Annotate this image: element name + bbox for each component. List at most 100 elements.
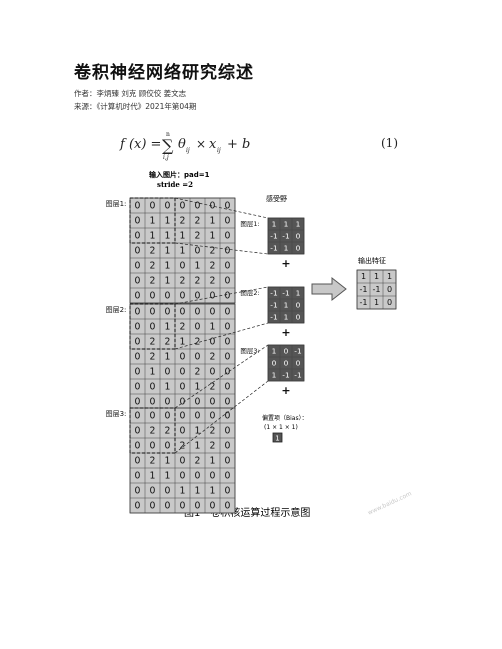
equation-sum-sign: ∑ xyxy=(162,136,174,155)
input-layer-3-cell: 0 xyxy=(180,471,186,482)
input-layer-3-cell: 0 xyxy=(225,501,231,512)
convolution-figure: f (x) = n ∑ i,j θ ij × x ij + b (1) 输入图片… xyxy=(92,124,408,528)
projection-line xyxy=(174,322,269,350)
input-layer-1-cell: 0 xyxy=(195,246,201,257)
input-layer-3-cell: 0 xyxy=(150,501,156,512)
input-layer-2-cell: 0 xyxy=(180,367,186,378)
kernel-3-cell: 0 xyxy=(296,358,301,367)
input-layer-2-cell: 0 xyxy=(210,367,216,378)
input-layer-2-cell: 0 xyxy=(150,322,156,333)
paper-authors: 作者：李炳臻 刘克 顾佼佼 姜文志 xyxy=(74,89,187,98)
bias-value: 1 xyxy=(275,435,279,443)
input-layer-3-cell: 0 xyxy=(135,426,141,437)
kernel-2-cell: 0 xyxy=(296,312,301,321)
arrow-icon xyxy=(311,276,347,302)
output-feature-cell: -1 xyxy=(359,285,367,294)
input-layer-2-cell: 0 xyxy=(225,337,231,348)
input-layer-2-cell: 0 xyxy=(210,397,216,408)
input-layer-2-cell: 2 xyxy=(165,337,171,348)
input-layer-3-cell: 0 xyxy=(135,486,141,497)
input-layer-1-cell: 0 xyxy=(225,201,231,212)
input-layer-3-cell: 0 xyxy=(195,501,201,512)
input-layer-1-cell: 2 xyxy=(210,261,216,272)
input-layer-3-cell: 2 xyxy=(165,426,171,437)
input-layer-2-cell: 0 xyxy=(165,367,171,378)
input-layer-3-cell: 0 xyxy=(180,426,186,437)
input-layer-1-cell: 0 xyxy=(135,291,141,302)
input-layer-2-cell: 2 xyxy=(210,382,216,393)
input-layer-2-cell: 1 xyxy=(195,382,201,393)
input-layer-1-cell: 1 xyxy=(195,261,201,272)
input-layer-1-cell: 0 xyxy=(210,201,216,212)
input-layer-3-cell: 2 xyxy=(210,441,216,452)
input-layer-3-cell: 0 xyxy=(225,441,231,452)
equation-number: (1) xyxy=(381,136,398,150)
projection-line xyxy=(174,242,269,255)
input-layer-3-cell: 0 xyxy=(210,411,216,422)
input-layer-1-cell: 2 xyxy=(210,246,216,257)
kernel-2-cell: 1 xyxy=(296,288,301,297)
input-layer-3-cell: 0 xyxy=(195,471,201,482)
kernel-3-cell: -1 xyxy=(294,346,302,355)
input-layer-2-cell: 0 xyxy=(225,307,231,318)
input-layer-1-cell: 0 xyxy=(135,246,141,257)
kernel-1-cell: 0 xyxy=(296,243,301,252)
kernel-1-cell: 0 xyxy=(296,231,301,240)
input-layer-2-cell: 1 xyxy=(210,322,216,333)
paper-source: 来源：《计算机时代》2021年第04期 xyxy=(74,102,197,111)
input-layer-1-cell: 2 xyxy=(195,231,201,242)
input-layer-1-cell: 0 xyxy=(165,201,171,212)
input-layer-1-cell: 1 xyxy=(210,231,216,242)
input-layer-1-cell: 0 xyxy=(225,276,231,287)
input-layer-3-cell: 0 xyxy=(135,501,141,512)
input-layer-1-cell: 2 xyxy=(150,276,156,287)
kernel-1-cell: 1 xyxy=(296,219,301,228)
input-layer-3-cell: 0 xyxy=(135,456,141,467)
output-feature-cell: 1 xyxy=(374,298,379,307)
input-layer-3-cell: 1 xyxy=(195,441,201,452)
input-layer-1-cell: 0 xyxy=(225,231,231,242)
input-layer-1-cell: 0 xyxy=(150,291,156,302)
input-layer-3-cell: 2 xyxy=(210,426,216,437)
kernel-2-cell: -1 xyxy=(282,288,290,297)
input-layer-2-cell: 0 xyxy=(135,352,141,363)
input-layer-3-cell: 1 xyxy=(210,456,216,467)
input-layer-1-cell: 2 xyxy=(150,261,156,272)
output-feature-cell: 0 xyxy=(387,298,392,307)
input-layer-2-cell: 0 xyxy=(180,382,186,393)
input-layer-1-cell: 1 xyxy=(165,276,171,287)
kernel-1-cell: 1 xyxy=(284,219,289,228)
input-layer-2-cell: 0 xyxy=(135,397,141,408)
input-layer-3-cell: 1 xyxy=(165,471,171,482)
paper-title: 卷积神经网络研究综述 xyxy=(74,63,254,83)
input-layer-3-cell: 0 xyxy=(225,411,231,422)
input-layer-1-cell: 0 xyxy=(180,261,186,272)
input-layer-2-cell: 1 xyxy=(150,367,156,378)
kernel-2-cell: -1 xyxy=(270,288,278,297)
input-layer-2-cell: 0 xyxy=(195,307,201,318)
input-layer-1-cell: 0 xyxy=(225,261,231,272)
equation: f (x) = n ∑ i,j θ ij × x ij + b (1) xyxy=(119,131,398,161)
equation-sum-bottom: i,j xyxy=(163,154,169,161)
input-layer-2-cell: 0 xyxy=(210,337,216,348)
input-layer-3-cell: 0 xyxy=(225,486,231,497)
input-layer-1-cell: 0 xyxy=(135,261,141,272)
input-layer-3-cell: 1 xyxy=(150,471,156,482)
input-layer-3-cell: 2 xyxy=(150,456,156,467)
bias-size: (1 × 1 × 1) xyxy=(264,424,298,431)
input-layer-2-cell: 1 xyxy=(165,352,171,363)
input-layer-1-cell: 2 xyxy=(195,276,201,287)
input-layer-2-cell: 0 xyxy=(210,307,216,318)
equation-theta-sub: ij xyxy=(186,147,190,154)
layer-label: 图层3: xyxy=(106,410,127,418)
output-feature-label: 输出特征 xyxy=(358,256,386,265)
input-layer-2-cell: 0 xyxy=(135,367,141,378)
input-layer-1-cell: 2 xyxy=(150,246,156,257)
receptive-field-box xyxy=(129,197,176,244)
input-layer-1-cell: 2 xyxy=(210,276,216,287)
kernel-label: 图层2: xyxy=(240,289,259,297)
equation-sum-top: n xyxy=(166,131,170,138)
input-layer-2-cell: 2 xyxy=(150,337,156,348)
input-layer-1-cell: 0 xyxy=(195,201,201,212)
stride-label: stride =2 xyxy=(157,180,193,189)
